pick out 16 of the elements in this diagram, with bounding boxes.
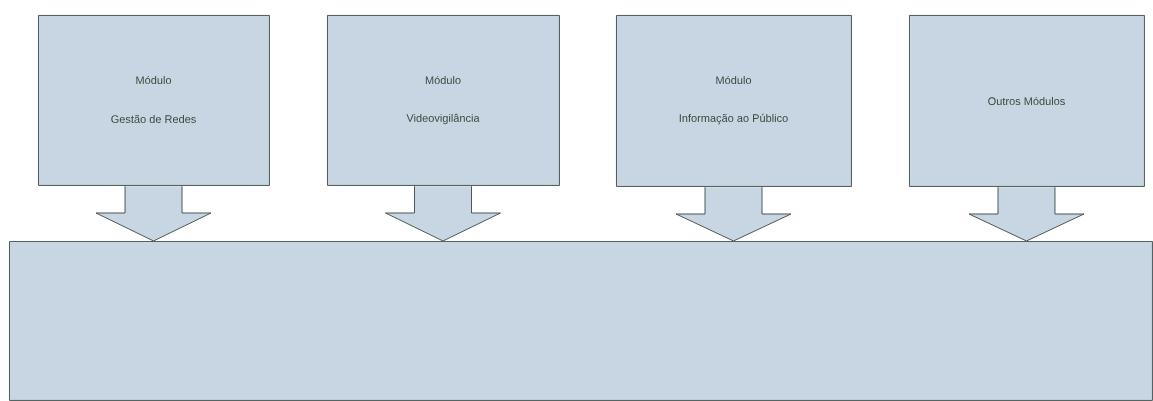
block-arrow: [675, 186, 792, 242]
module-label: Módulo: [425, 75, 461, 85]
module-box: [616, 15, 852, 187]
module-label: Informação ao Público: [679, 113, 788, 125]
block-arrow: [385, 185, 501, 242]
module-label: Outros Módulos: [988, 96, 1065, 106]
module-box: [327, 15, 560, 186]
block-arrow: [95, 185, 212, 242]
block-arrow: [968, 186, 1085, 242]
module-label: Módulo: [716, 75, 752, 85]
module-box: [909, 15, 1145, 187]
module-label: Módulo: [136, 75, 172, 85]
system-box: [9, 241, 1153, 401]
module-box: [38, 15, 270, 186]
module-label: Videovigilância: [406, 113, 480, 125]
module-label: Gestão de Redes: [111, 114, 196, 124]
